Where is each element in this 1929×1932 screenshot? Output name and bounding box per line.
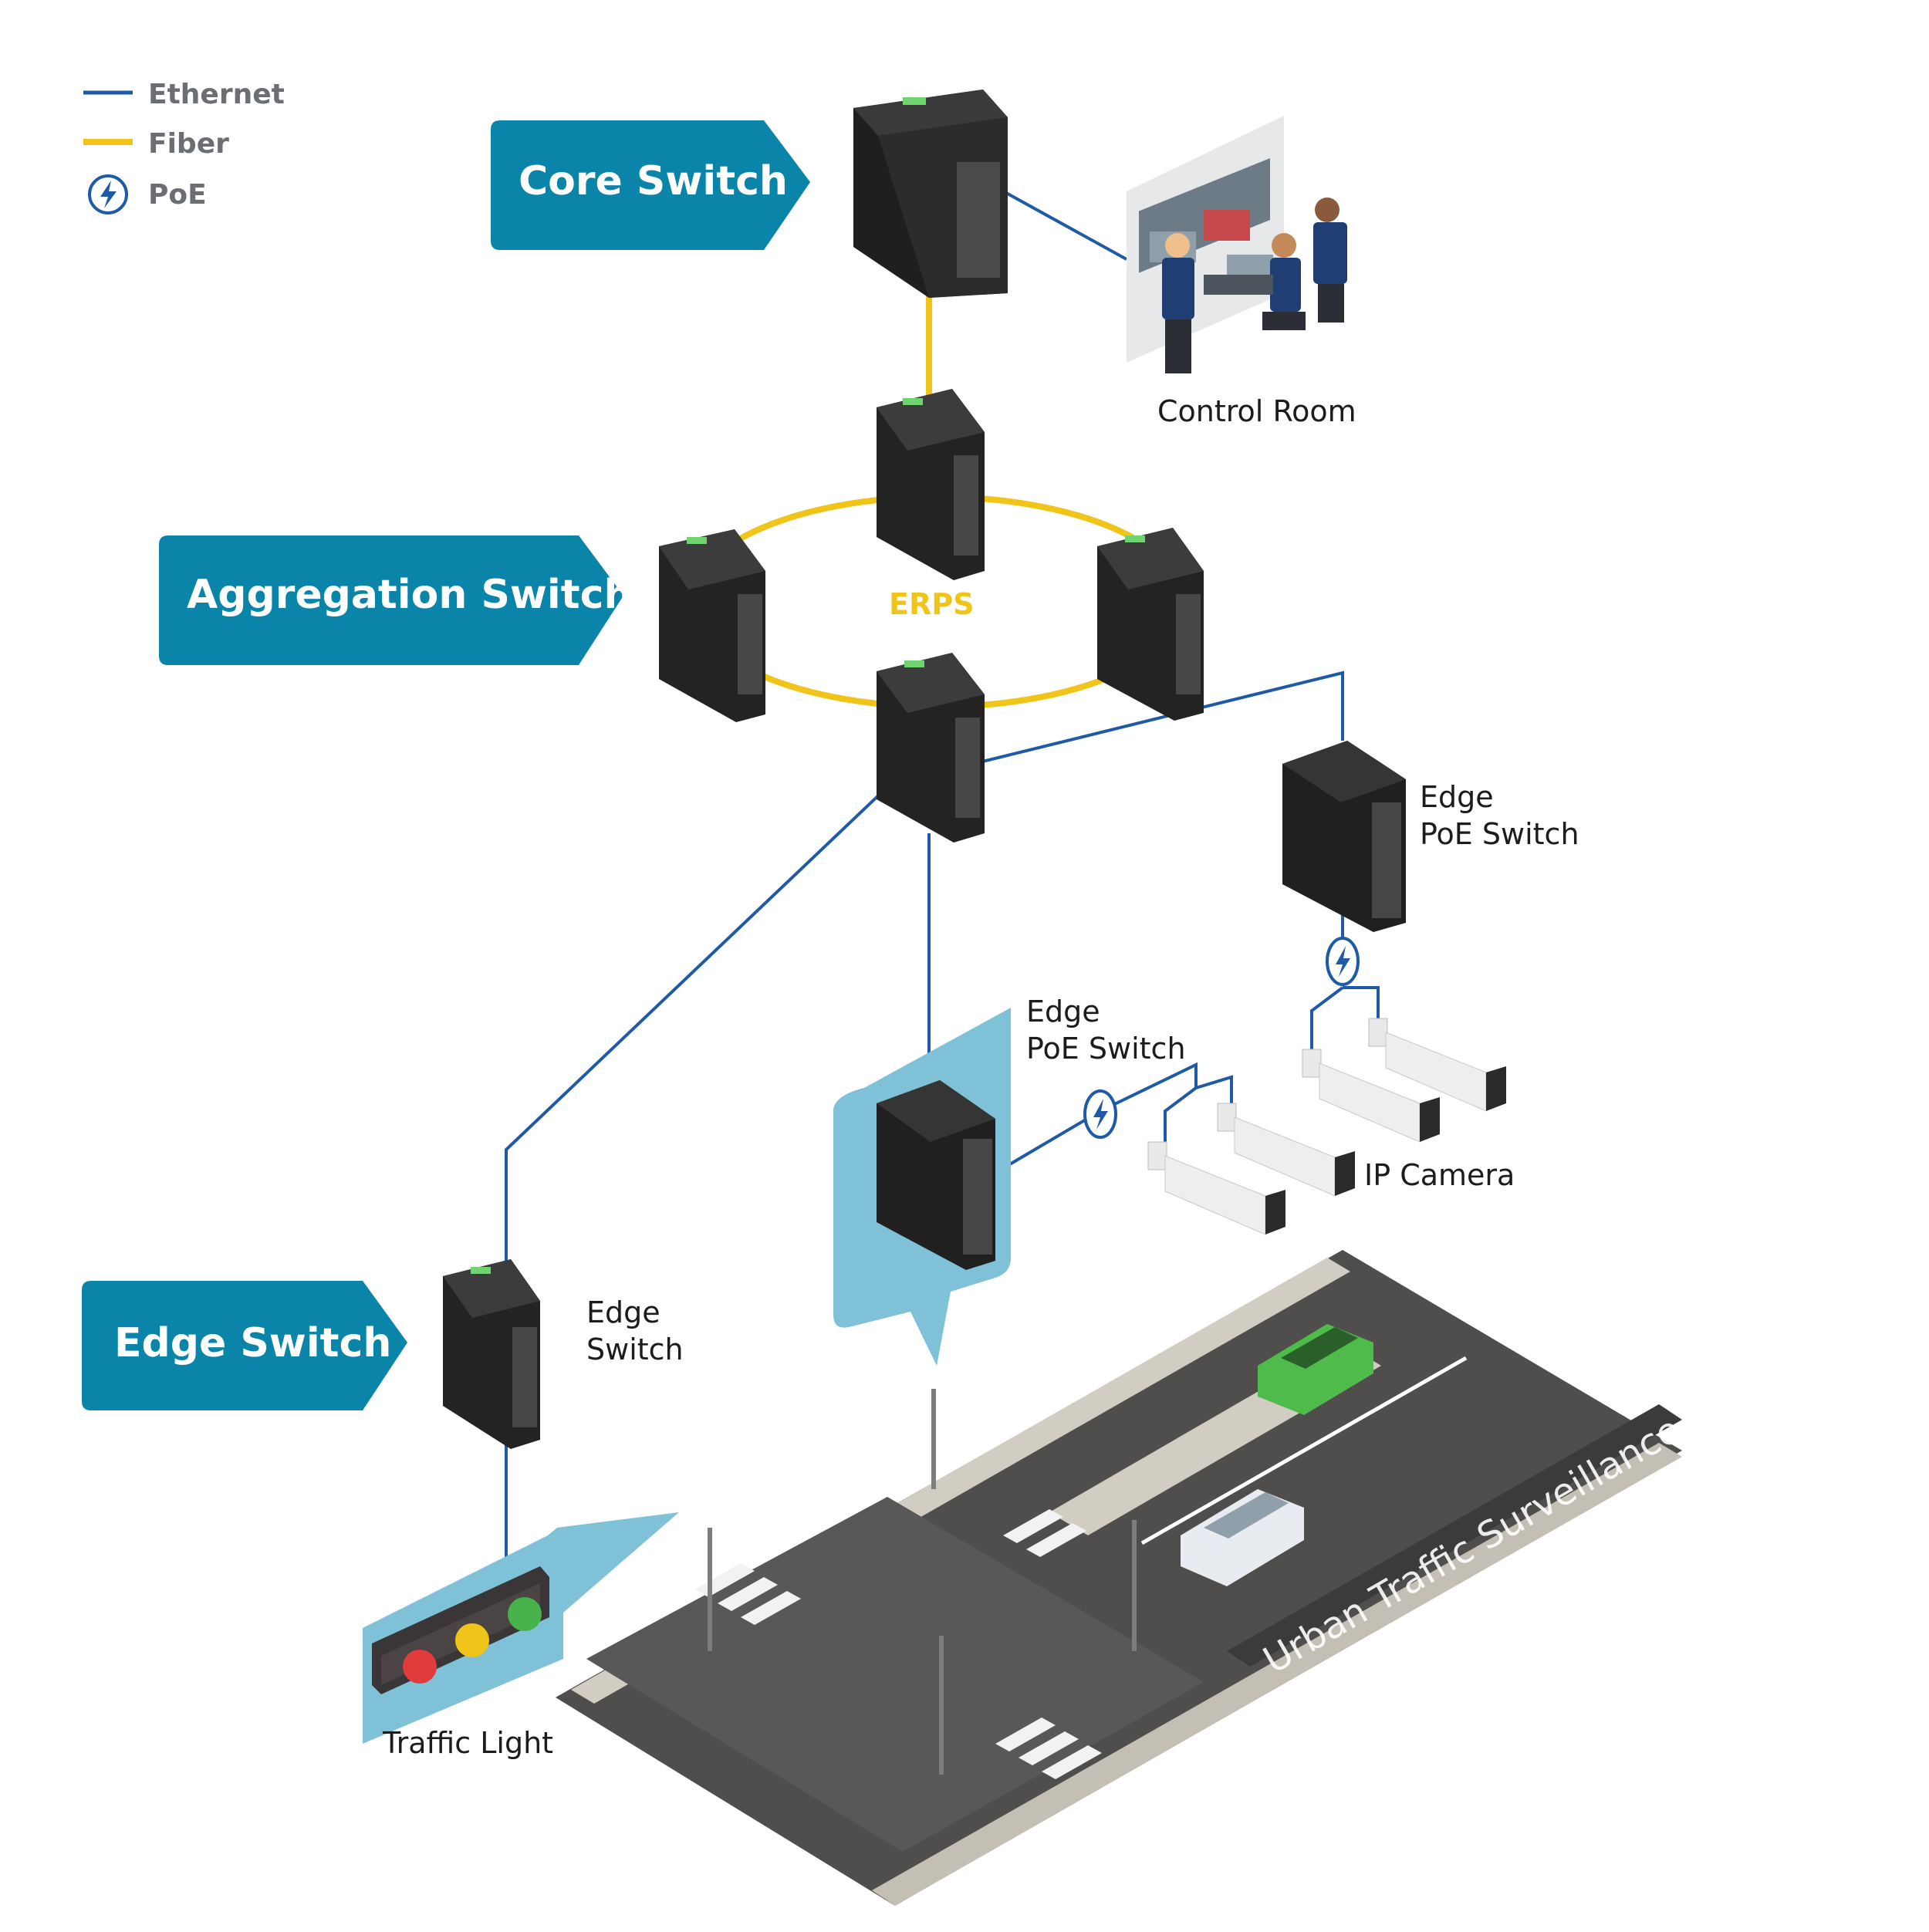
core-switch-device	[853, 90, 1008, 298]
legend-ethernet-label: Ethernet	[148, 79, 285, 110]
edge-switch-title: Edge Switch	[114, 1320, 391, 1366]
edge-switch-device	[443, 1259, 540, 1449]
control-room-label: Control Room	[1157, 394, 1356, 428]
traffic-light-yellow	[455, 1623, 489, 1657]
aggregation-switch-bottom	[877, 653, 985, 843]
poe-right-cam-a	[1310, 986, 1344, 1049]
traffic-light-red	[403, 1650, 437, 1684]
ethernet-agg-edge-switch	[505, 785, 889, 1273]
ip-camera-1	[1147, 1141, 1285, 1235]
edge-switch-label-line1: Edge	[586, 1295, 660, 1329]
ethernet-core-control-room	[1005, 191, 1127, 261]
aggregation-switch-left	[659, 529, 765, 722]
lane-marking	[1140, 1356, 1468, 1545]
aggregation-switch-right	[1097, 528, 1204, 721]
legend-fiber-label: Fiber	[148, 128, 229, 160]
legend-poe-label: PoE	[148, 179, 207, 211]
core-switch-title: Core Switch	[519, 158, 788, 204]
edge-switch-label-line2: Switch	[586, 1332, 684, 1366]
poe-center-cam-b	[1164, 1086, 1198, 1150]
poe-center-cam-c	[1195, 1075, 1233, 1111]
edge-poe-center-label-line1: Edge	[1026, 995, 1100, 1028]
edge-poe-right-label-line2: PoE Switch	[1420, 817, 1579, 851]
white-car	[1181, 1489, 1304, 1586]
traffic-light-callout	[363, 1512, 679, 1744]
ip-camera-label: IP Camera	[1364, 1158, 1515, 1192]
lightning-bolt-icon	[88, 174, 128, 214]
poe-right-cam-b	[1343, 986, 1380, 1018]
legend: Ethernet Fiber PoE	[83, 79, 285, 214]
erps-label: ERPS	[889, 587, 974, 621]
traffic-light-label: Traffic Light	[382, 1726, 553, 1760]
ip-camera-3	[1302, 1049, 1440, 1143]
poe-center-cam-a	[994, 1062, 1198, 1174]
ip-camera-2	[1217, 1103, 1355, 1197]
aggregation-switch-top	[877, 389, 985, 580]
edge-poe-switch-center	[877, 1080, 995, 1270]
intersection-scene: Urban Traffic Surveillance	[556, 1250, 1688, 1906]
poe-right-bolt-icon	[1326, 937, 1360, 986]
aggregation-switch-title: Aggregation Switch	[187, 572, 632, 618]
ethernet-agg-right-edge	[910, 670, 1344, 781]
poe-center-bolt-icon	[1083, 1089, 1117, 1139]
traffic-light-green	[508, 1597, 542, 1631]
control-room-illustration	[1127, 116, 1347, 373]
edge-poe-switch-right	[1282, 741, 1406, 932]
edge-switch-banner: Edge Switch	[82, 1281, 407, 1410]
core-switch-banner: Core Switch	[491, 120, 810, 250]
edge-poe-right-label-line1: Edge	[1420, 780, 1494, 814]
aggregation-switch-banner: Aggregation Switch	[159, 535, 632, 665]
green-car	[1258, 1324, 1373, 1415]
ip-camera-4	[1368, 1018, 1506, 1112]
edge-poe-center-label-line2: PoE Switch	[1026, 1032, 1186, 1066]
